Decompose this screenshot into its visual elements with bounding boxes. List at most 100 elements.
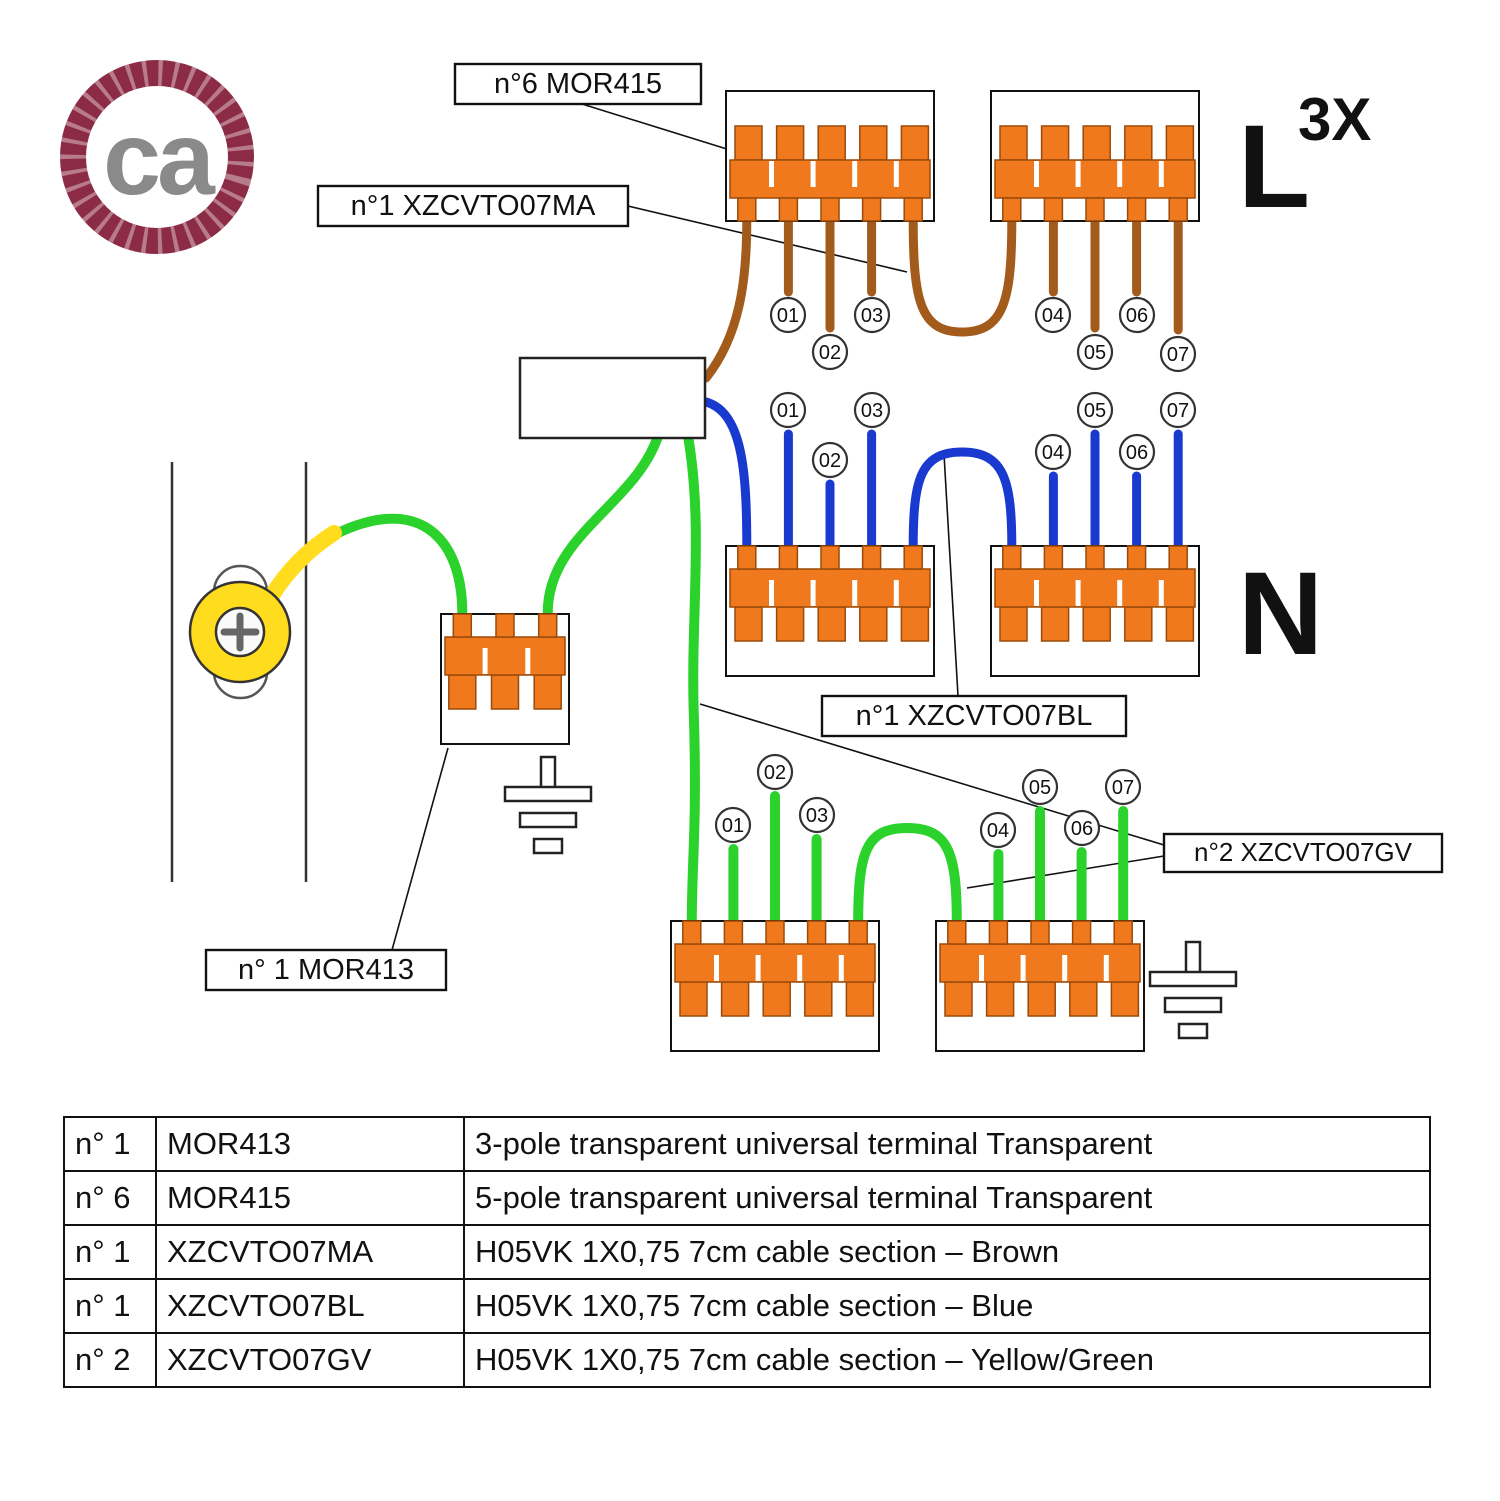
terminal-block-n-right — [990, 545, 1200, 677]
desc-cell: 5-pole transparent universal terminal Tr… — [463, 1170, 1431, 1226]
qty-cell: n° 1 — [63, 1116, 157, 1172]
svg-text:02: 02 — [819, 342, 841, 364]
svg-text:03: 03 — [806, 805, 828, 827]
svg-text:03: 03 — [861, 305, 883, 327]
green-wire-long-run — [683, 431, 701, 927]
callout-label: n°1 XZCVTO07MA — [351, 190, 596, 222]
wire-number-green-05: 05 — [1021, 768, 1059, 806]
green-wire-bridge — [853, 822, 962, 927]
line-label-l: L — [1238, 101, 1310, 233]
wire-number-blue-02: 02 — [811, 441, 849, 479]
callout-label: n°6 MOR415 — [494, 68, 662, 100]
wire-number-blue-01: 01 — [769, 391, 807, 429]
svg-text:03: 03 — [861, 400, 883, 422]
wire-number-brown-02: 02 — [811, 333, 849, 371]
code-cell: XZCVTO07MA — [155, 1224, 465, 1280]
code-cell: MOR415 — [155, 1170, 465, 1226]
callout-xzcvto07gv: n°2 XZCVTO07GV — [1162, 832, 1444, 874]
callout-mor415: n°6 MOR415 — [453, 62, 703, 106]
terminal-block-l-left — [725, 90, 935, 222]
wire-number-green-06: 06 — [1063, 809, 1101, 847]
callout-box — [316, 184, 630, 228]
callout-label: n° 1 MOR413 — [238, 954, 414, 986]
qty-cell: n° 2 — [63, 1332, 157, 1388]
svg-text:04: 04 — [1042, 305, 1064, 327]
brown-wires — [701, 215, 1183, 383]
wire-number-green-03: 03 — [798, 796, 836, 834]
callout-box — [204, 948, 448, 992]
callout-box — [453, 62, 703, 106]
svg-text:06: 06 — [1126, 305, 1148, 327]
logo-text: ca — [103, 101, 216, 217]
svg-text:06: 06 — [1126, 442, 1148, 464]
desc-cell: H05VK 1X0,75 7cm cable section – Yellow/… — [463, 1332, 1431, 1388]
callout-xzcvto07bl: n°1 XZCVTO07BL — [820, 694, 1128, 738]
callout-box — [1162, 832, 1444, 874]
svg-text:07: 07 — [1112, 777, 1134, 799]
wire-number-blue-04: 04 — [1034, 433, 1072, 471]
yellow-sleeve — [263, 525, 342, 605]
terminal-block-earth-right — [935, 920, 1145, 1052]
logo-rope-ring — [60, 60, 254, 254]
svg-text:01: 01 — [777, 305, 799, 327]
table-row: n° 1 XZCVTO07MA H05VK 1X0,75 7cm cable s… — [63, 1224, 1431, 1280]
wire-number-brown-04: 04 — [1034, 296, 1072, 334]
wire-number-brown-05: 05 — [1076, 333, 1114, 371]
callout-label: n°1 XZCVTO07BL — [856, 700, 1093, 732]
wire-number-green-02: 02 — [756, 753, 794, 791]
svg-text:05: 05 — [1029, 777, 1051, 799]
code-cell: XZCVTO07BL — [155, 1278, 465, 1334]
qty-cell: n° 1 — [63, 1224, 157, 1280]
screw-cross-icon — [220, 612, 260, 652]
wire-number-blue-06: 06 — [1118, 433, 1156, 471]
wire-number-blue-05: 05 — [1076, 391, 1114, 429]
qty-cell: n° 1 — [63, 1278, 157, 1334]
wire-number-brown-06: 06 — [1118, 296, 1156, 334]
svg-text:07: 07 — [1167, 400, 1189, 422]
green-wire-junction-to-terminal — [542, 431, 663, 618]
terminal-block-3pole — [440, 613, 570, 745]
svg-text:05: 05 — [1084, 342, 1106, 364]
table-row: n° 1 MOR413 3-pole transparent universal… — [63, 1116, 1431, 1172]
line-label-multiplier: 3X — [1298, 86, 1371, 153]
wire-number-brown-01: 01 — [769, 296, 807, 334]
blue-wires — [701, 397, 1183, 552]
qty-cell: n° 6 — [63, 1170, 157, 1226]
logo-rope-texture — [60, 60, 254, 254]
brown-wire-bridge — [908, 215, 1017, 337]
blue-wire-feed — [701, 397, 752, 552]
desc-cell: H05VK 1X0,75 7cm cable section – Blue — [463, 1278, 1431, 1334]
svg-text:05: 05 — [1084, 400, 1106, 422]
code-cell: MOR413 — [155, 1116, 465, 1172]
callout-mor413: n° 1 MOR413 — [204, 948, 448, 992]
terminal-block-earth-left — [670, 920, 880, 1052]
line-label-n: N — [1238, 548, 1323, 680]
wire-number-green-04: 04 — [979, 811, 1017, 849]
earth-ground-icon-left — [503, 755, 593, 855]
desc-cell: 3-pole transparent universal terminal Tr… — [463, 1116, 1431, 1172]
blue-wire-bridge — [908, 447, 1017, 552]
table-row: n° 6 MOR415 5-pole transparent universal… — [63, 1170, 1431, 1226]
wire-number-green-07: 07 — [1104, 768, 1142, 806]
pointer-mor415 — [581, 103, 731, 151]
pointer-mor413 — [391, 747, 449, 951]
svg-text:01: 01 — [777, 400, 799, 422]
wire-number-blue-07: 07 — [1159, 391, 1197, 429]
wire-number-blue-03: 03 — [853, 391, 891, 429]
callout-xzcvto07ma: n°1 XZCVTO07MA — [316, 184, 630, 228]
bill-of-materials-table: n° 1 MOR413 3-pole transparent universal… — [63, 1116, 1431, 1388]
wire-number-brown-07: 07 — [1159, 335, 1197, 373]
svg-text:07: 07 — [1167, 344, 1189, 366]
svg-text:04: 04 — [1042, 442, 1064, 464]
brown-wire-feed — [701, 215, 752, 383]
terminal-block-n-left — [725, 545, 935, 677]
svg-text:02: 02 — [764, 762, 786, 784]
power-cable-entry-box — [518, 356, 707, 440]
pointer-xzcvto07ma — [627, 205, 908, 273]
svg-text:02: 02 — [819, 450, 841, 472]
pointer-xzcvto07bl — [943, 453, 959, 697]
terminal-block-l-right — [990, 90, 1200, 222]
callout-box — [820, 694, 1128, 738]
